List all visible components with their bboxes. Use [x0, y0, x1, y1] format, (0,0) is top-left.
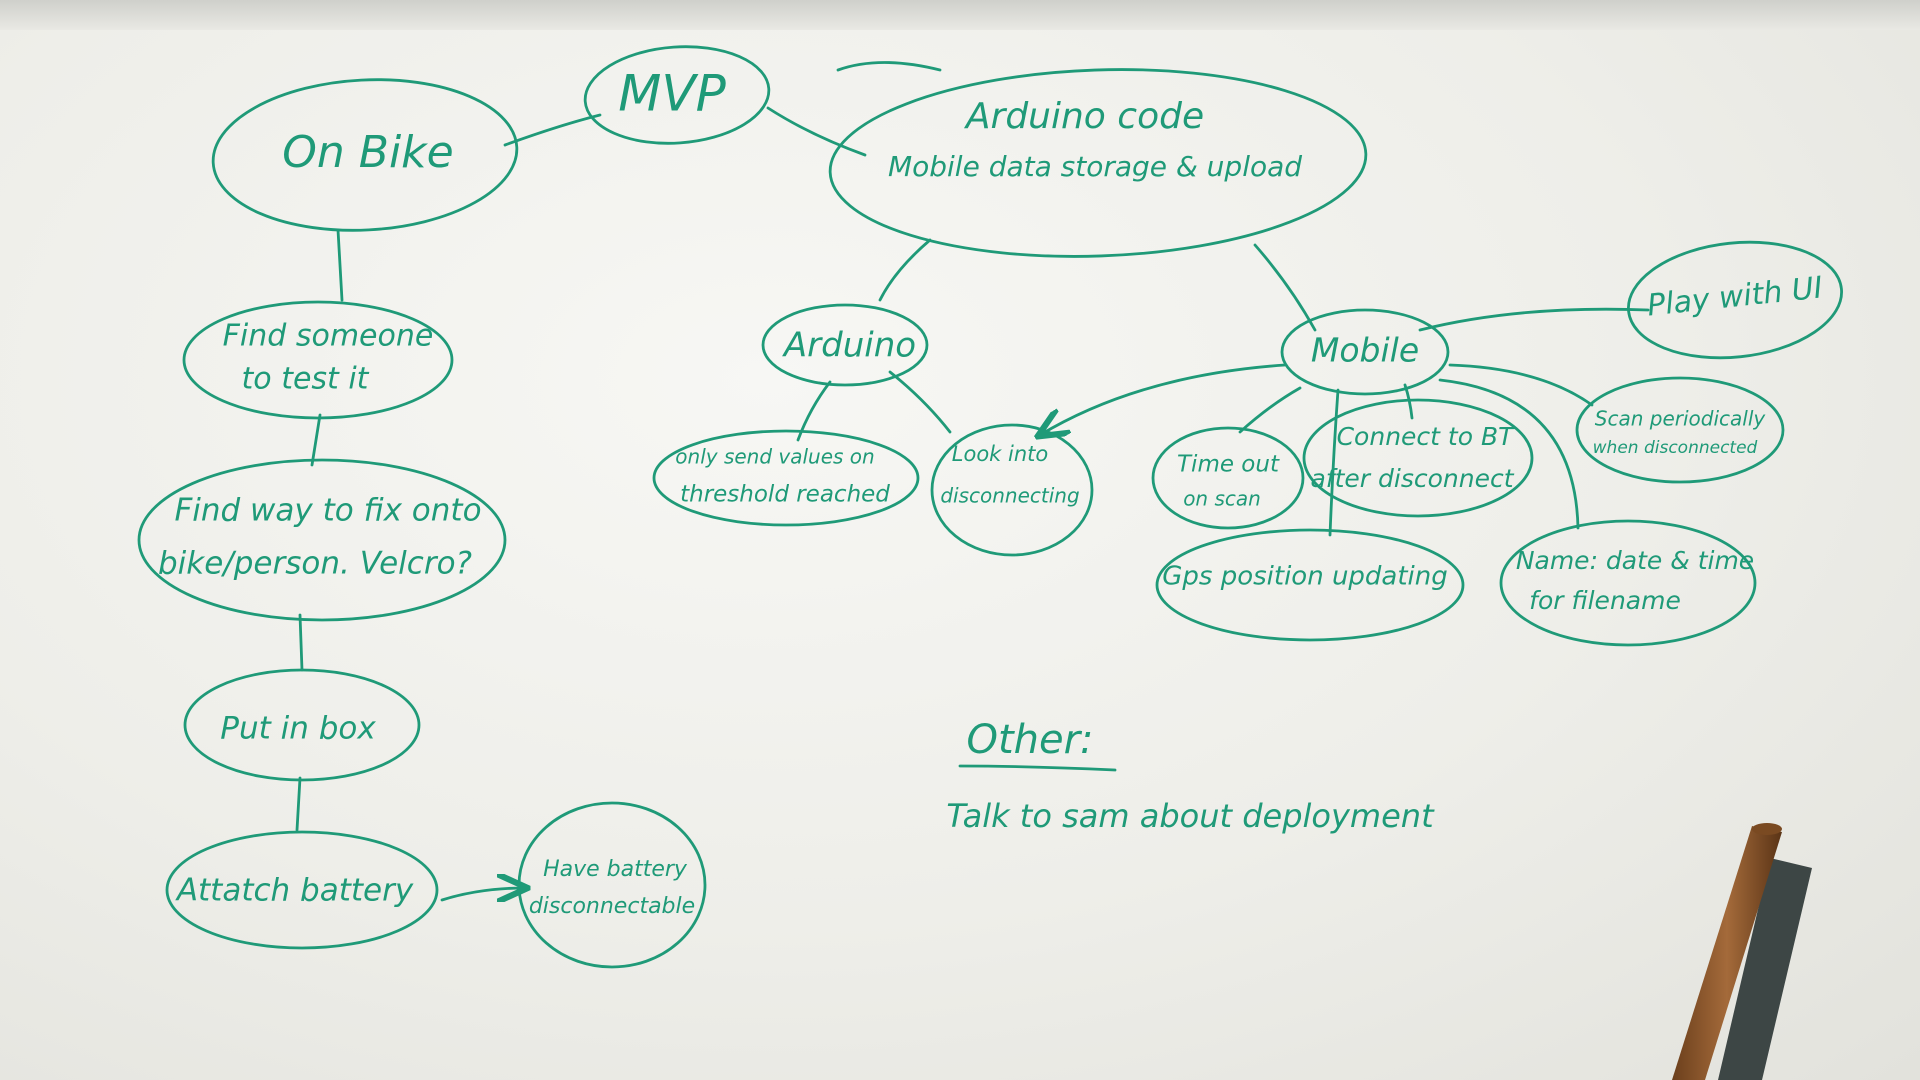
node-fixonto-outline: [137, 458, 507, 622]
marker-pens: [1672, 823, 1812, 1080]
node-timeout-label-line1: Time out: [1177, 452, 1280, 478]
connector-arduino-lookinto: [888, 370, 952, 434]
node-batterydisc-label-line2: disconnectable: [529, 894, 695, 919]
node-arduino-outline: [761, 303, 929, 387]
other-heading: Other:: [966, 717, 1093, 763]
connector-onbike-findtester: [336, 228, 344, 302]
connector-mobile-gps: [1328, 388, 1340, 537]
connector-arduinocode-arduino: [878, 238, 932, 302]
node-labels: MVP On Bike Arduino code Mobile data sto…: [158, 65, 1824, 920]
node-name-outline: [1499, 519, 1757, 647]
other-underline: [958, 764, 1117, 772]
node-mobile-label: Mobile: [1311, 331, 1419, 370]
marker-pen-wood: [1672, 826, 1782, 1080]
node-battery-label: Attatch battery: [175, 873, 414, 909]
node-timeout-outline: [1151, 426, 1305, 530]
node-connectbt-outline: [1302, 398, 1534, 518]
connector-mobile-name: [1438, 378, 1580, 530]
node-name-label-line1: Name: date & time: [1516, 546, 1754, 575]
node-lookinto-outline: [930, 423, 1094, 557]
node-timeout-label-line2: on scan: [1183, 487, 1261, 511]
node-gps-outline: [1155, 528, 1465, 642]
connector-arduino-onlysend: [796, 380, 832, 442]
connector-arduinocode-mobile: [1253, 243, 1317, 332]
node-arduinocode-outline: [828, 68, 1368, 258]
connector-mvp-onbike: [503, 113, 602, 147]
connector-findtester-fixonto: [310, 413, 322, 467]
node-mvp-label: MVP: [618, 65, 726, 123]
node-arduinocode-subtitle: Mobile data storage & upload: [888, 150, 1302, 183]
other-item: Talk to sam about deployment: [946, 797, 1435, 835]
node-gps-label: Gps position updating: [1162, 562, 1448, 592]
node-onbike-outline: [211, 78, 519, 232]
node-scanperiodic-outline: [1575, 376, 1785, 484]
node-scanperiodic-label-line2: when disconnected: [1593, 438, 1758, 458]
node-lookinto-label-line2: disconnecting: [940, 484, 1079, 508]
node-batterydisc-label-line1: Have battery: [543, 857, 688, 882]
connector-battery-batterydisc: [440, 888, 525, 900]
node-onlysend-outline: [652, 429, 920, 527]
other-section: Other: Talk to sam about deployment: [946, 717, 1435, 835]
node-arduinocode-title: Arduino code: [964, 96, 1204, 137]
whiteboard-top-edge: [0, 0, 1920, 30]
node-fixonto-label-line1: Find way to fix onto: [174, 493, 481, 529]
node-arduino-label: Arduino: [782, 326, 916, 366]
node-playui-label: Play with UI: [1646, 270, 1825, 323]
marker-pen-wood-tip: [1752, 823, 1782, 835]
connectors: [295, 61, 1650, 901]
node-connectbt-label-line1: Connect to BT: [1337, 422, 1516, 451]
node-findtester-label-line2: to test it: [242, 362, 370, 397]
marker-pen-dark: [1718, 858, 1812, 1080]
connector-mvp-arduinocode: [766, 106, 867, 157]
connector-arduinocode-top-tail: [836, 61, 942, 72]
connector-mobile-timeout: [1238, 386, 1302, 434]
node-mvp-outline: [583, 45, 771, 145]
node-fixonto-label-line2: bike/person. Velcro?: [158, 546, 472, 582]
node-findtester-label-line1: Find someone: [223, 319, 434, 354]
node-onbike-label: On Bike: [282, 127, 453, 178]
node-scanperiodic-label-line1: Scan periodically: [1595, 407, 1767, 431]
node-putinbox-outline: [183, 668, 421, 782]
node-onlysend-label-line1: only send values on: [675, 445, 874, 469]
node-outlines: [137, 45, 1843, 969]
node-name-label-line2: for filename: [1529, 586, 1681, 615]
node-battery-outline: [165, 830, 439, 950]
node-mobile-outline: [1280, 308, 1450, 396]
connector-mobile-lookinto: [1040, 363, 1287, 435]
node-findtester-outline: [182, 300, 454, 420]
node-playui-outline: [1627, 240, 1843, 360]
node-onlysend-label-line2: threshold reached: [680, 482, 890, 508]
connector-fixonto-putinbox: [298, 613, 304, 672]
connector-mobile-scanperiodic: [1448, 363, 1594, 407]
node-putinbox-label: Put in box: [220, 711, 376, 747]
node-lookinto-label-line1: Look into: [952, 442, 1048, 466]
connector-putinbox-battery: [295, 776, 302, 832]
node-connectbt-label-line2: after disconnect: [1310, 464, 1514, 493]
connector-mobile-playui: [1418, 307, 1650, 332]
node-batterydisc-outline: [517, 801, 707, 969]
